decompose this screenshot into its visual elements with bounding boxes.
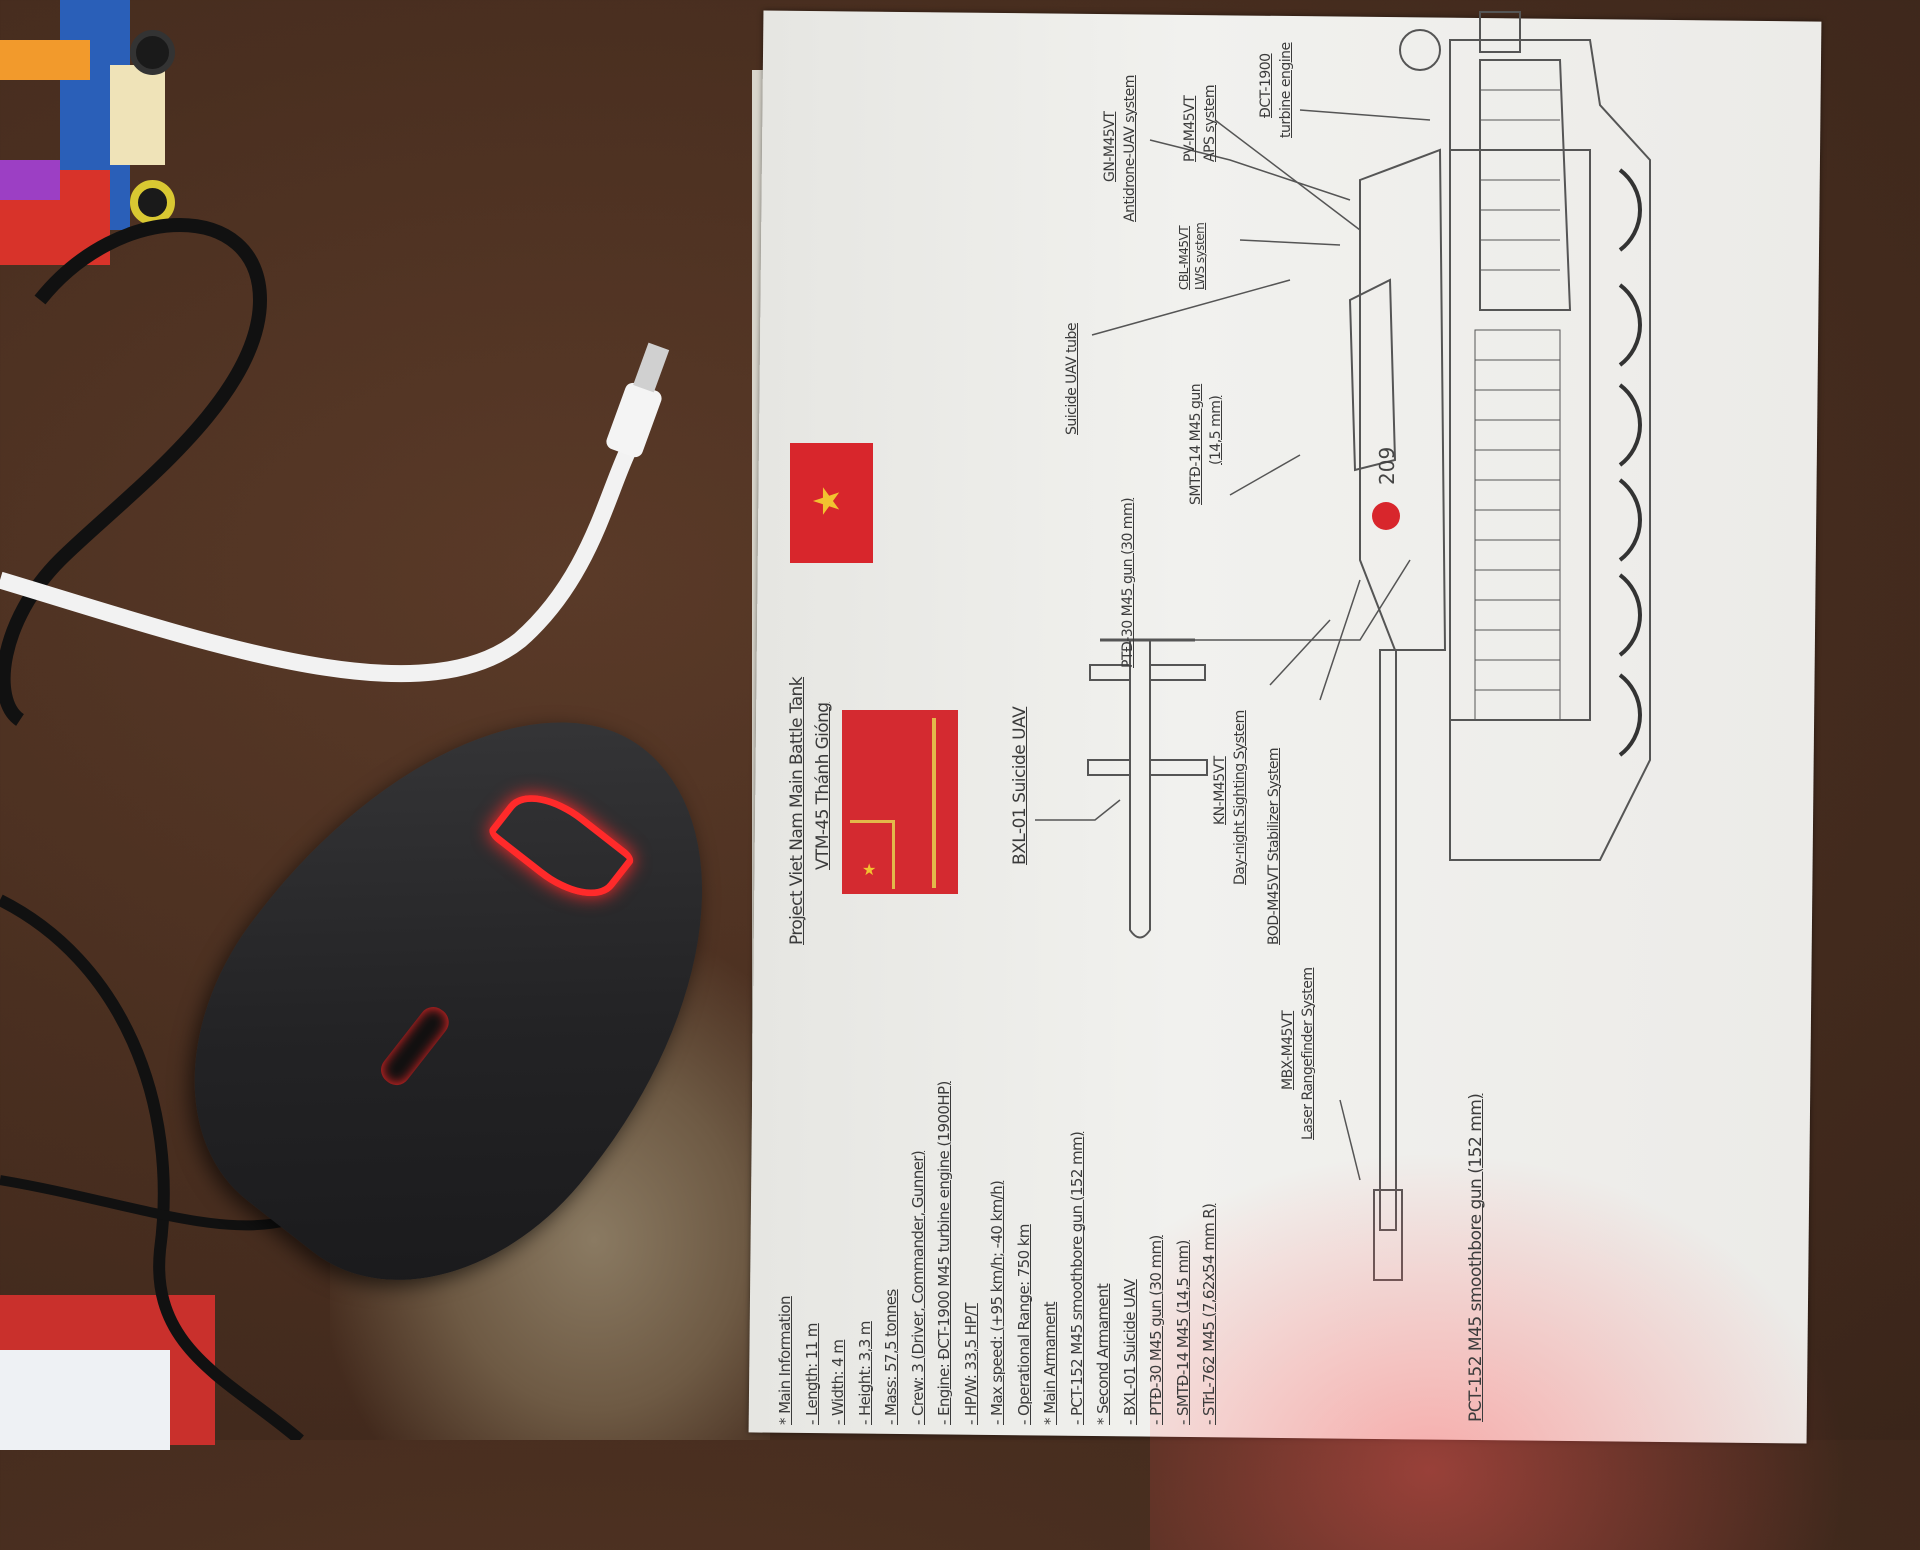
info-line: - BXL-01 Suicide UAV [1120, 1279, 1139, 1425]
cables [0, 218, 670, 1440]
info-line: - Width: 4 m [829, 1339, 847, 1425]
info-line: - Operational Range: 750 km [1014, 1224, 1033, 1425]
info-line: - Crew: 3 (Driver, Commander, Gunner) [908, 1150, 927, 1425]
subtitle: VTM-45 Thánh Gióng [813, 702, 833, 870]
info-line: - Height: 3,3 m [855, 1321, 874, 1425]
label-uav-tube: Suicide UAV tube [1064, 322, 1080, 435]
info-line: - PTĐ-30 M45 gun (30 mm) [1147, 1235, 1165, 1425]
info-line: * Main Armament [1041, 1301, 1059, 1425]
box [0, 1295, 215, 1450]
label-smtd: SMTĐ-14 M45 gun(14,5 mm) [1188, 383, 1224, 505]
drawing-title: Project Viet Nam Main Battle Tank VTM-45… [784, 677, 836, 945]
label-uav: BXL-01 Suicide UAV [1010, 706, 1030, 865]
info-line: - STrL-762 M45 (7,62x54 mm R) [1200, 1203, 1218, 1425]
label-bod: BOD-M45VT Stabilizer System [1266, 747, 1282, 945]
info-line: - Mass: 57,5 tonnes [882, 1289, 900, 1425]
tank-drawing [1035, 11, 1651, 1281]
info-line: - Length: 11 m [802, 1323, 821, 1425]
army-flag: ★ [842, 710, 958, 894]
info-line: * Second Armament [1094, 1283, 1112, 1425]
star-icon: ★ [862, 860, 877, 879]
label-pct: PCT-152 M45 smoothbore gun (152 mm) [1466, 1093, 1486, 1422]
red-light-glow [1150, 1150, 1850, 1550]
info-line: - Max speed: (+95 km/h; -40 km/h) [988, 1180, 1006, 1425]
lego-toy [0, 0, 180, 270]
vietnam-flag: ★ [790, 443, 873, 563]
main-information: * Main Information - Length: 11 m - Widt… [772, 905, 1223, 1425]
info-line: - Engine: ĐCT-1900 M45 turbine engine (1… [935, 1081, 953, 1425]
label-ptd: PTĐ-30 M45 gun (30 mm) [1120, 497, 1136, 668]
info-line: * Main Information [776, 1296, 794, 1425]
hull-number: 209 [1375, 446, 1399, 485]
title: Project Viet Nam Main Battle Tank [787, 677, 807, 945]
info-line: - PCT-152 M45 smoothbore gun (152 mm) [1067, 1131, 1086, 1425]
info-line: - HP/W: 33,5 HP/T [961, 1303, 980, 1425]
info-line: - SMTĐ-14 M45 (14,5 mm) [1173, 1240, 1192, 1425]
